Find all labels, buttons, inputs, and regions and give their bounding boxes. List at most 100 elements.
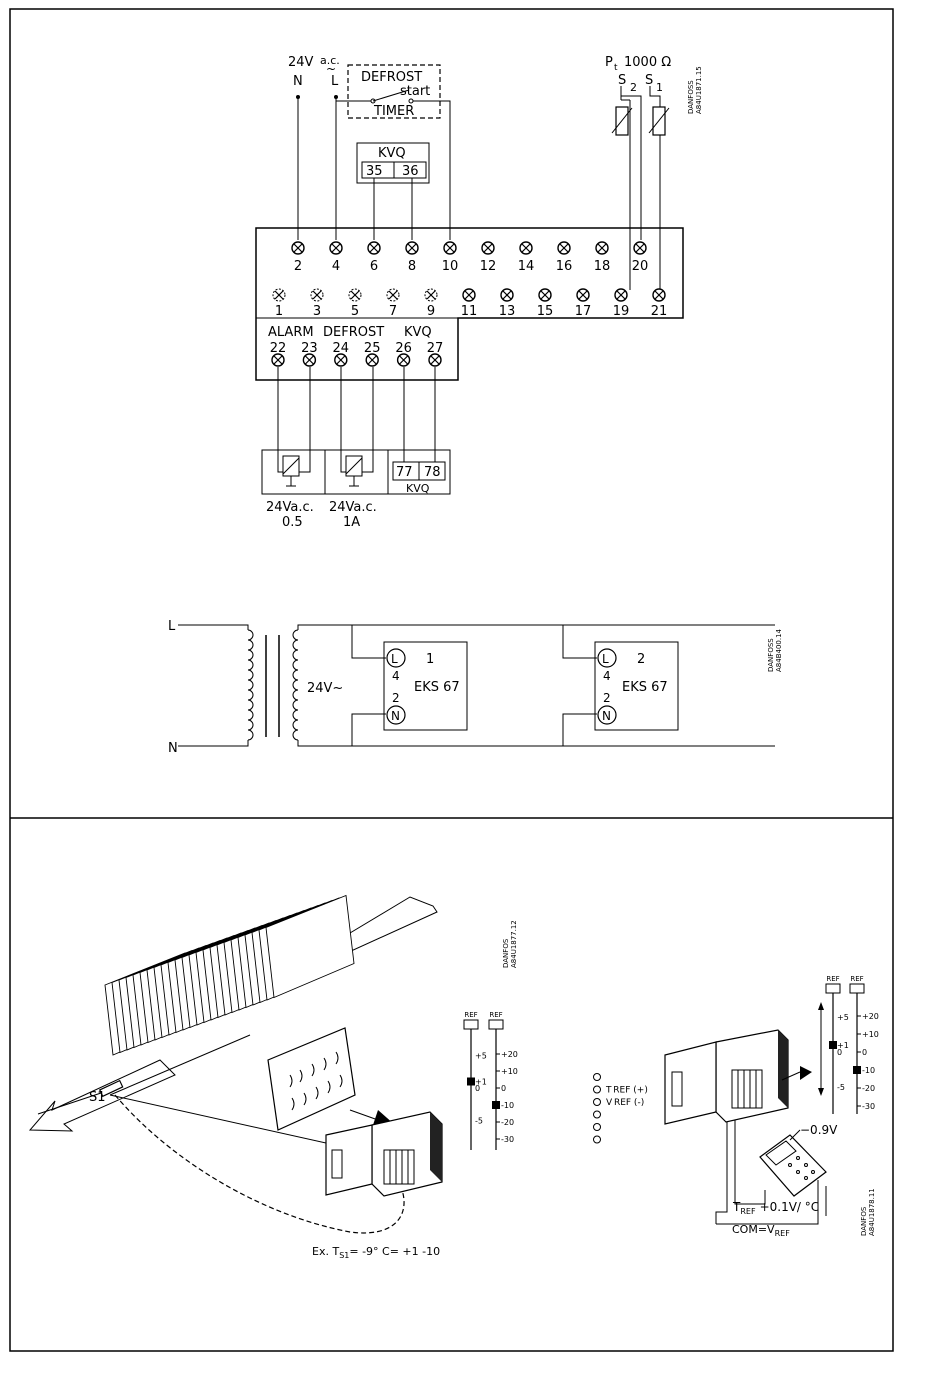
- terminal-14: 14: [518, 241, 534, 274]
- unit2-terminal-n-num: 2: [603, 691, 611, 705]
- scale-tick: +5: [475, 1052, 487, 1061]
- scale-tick: +1: [837, 1041, 849, 1050]
- terminal-18: 18: [594, 241, 610, 274]
- scale-tick: -20: [862, 1084, 875, 1093]
- multimeter: [759, 1134, 827, 1197]
- terminal-23-label: 23: [301, 341, 318, 356]
- kvq-label-bottom: KVQ: [406, 482, 430, 495]
- terminal-11-label: 11: [461, 304, 478, 319]
- scale-tick: +5: [837, 1013, 849, 1022]
- terminal-5-label: 5: [351, 304, 359, 319]
- calibration-right: T REF (+)V REF (-) −0.9V TREF+0.1V/ °C C…: [593, 975, 879, 1238]
- scale-tick: +20: [501, 1050, 518, 1059]
- terminal-17: 17: [575, 288, 592, 319]
- legend-pin: [593, 1098, 601, 1106]
- evaporator-end-plate: [267, 1027, 356, 1131]
- terminal-9-label: 9: [427, 304, 435, 319]
- alarm-relay-rating-2: 0.5: [282, 515, 303, 530]
- relay-box: [261, 449, 451, 495]
- terminal-1-label: 1: [275, 304, 283, 319]
- terminal-13-label: 13: [499, 304, 516, 319]
- kvq-box-top: [356, 142, 430, 184]
- scale-marker: [829, 1041, 837, 1049]
- terminal-4-label: 4: [332, 259, 340, 274]
- sensor-value: 1000 Ω: [624, 55, 671, 70]
- calibration-code-left: DANFOSA84U1877.12: [502, 920, 518, 968]
- sensor-cable: [114, 1094, 405, 1234]
- unit2-terminal-n: N: [602, 709, 611, 723]
- scale-tick: +10: [501, 1067, 518, 1076]
- supply-neutral-label: N: [168, 741, 178, 756]
- terminal-8-label: 8: [408, 259, 416, 274]
- terminal-15-label: 15: [537, 304, 554, 319]
- wiring-diagram: 24V a.c. ~ N L DEFROST start TIMER KVQ 3…: [255, 54, 703, 530]
- meter-reading: −0.9V: [800, 1123, 838, 1137]
- airflow-arrow-out: [28, 1059, 176, 1132]
- unit1-terminal-l: L: [391, 652, 398, 666]
- unit1-number: 1: [426, 652, 434, 667]
- terminal-3: 3: [310, 288, 324, 319]
- wiring-code: DANFOSSA84U1871.15: [687, 66, 703, 114]
- ref-label: REF: [464, 1011, 477, 1019]
- unit1-terminal-n-num: 2: [392, 691, 400, 705]
- ref-connector: [849, 983, 865, 994]
- terminal-8: 8: [405, 241, 419, 274]
- scale-tick: -10: [501, 1101, 514, 1110]
- example-text: Ex. TS1= -9° C= +1 -10: [312, 1245, 440, 1260]
- kvq-output-label: KVQ: [404, 325, 432, 340]
- kvq-terminal-36: 36: [402, 164, 419, 179]
- scale-tick: 0: [475, 1084, 480, 1093]
- terminal-19: 19: [613, 288, 629, 319]
- kvq-terminal-78: 78: [424, 465, 441, 480]
- sensor-s1-sub: 1: [656, 81, 663, 94]
- supply-code: DANFOSSA84B400.14: [767, 628, 783, 672]
- terminal-17-label: 17: [575, 304, 592, 319]
- unit1-terminal-n: N: [391, 709, 400, 723]
- ref-label: REF: [826, 975, 839, 983]
- supply-ac-label: a.c.: [320, 54, 340, 67]
- defrost-relay-rating-2: 1A: [343, 515, 360, 530]
- scale-tick: +1: [475, 1078, 487, 1087]
- terminal-20-label: 20: [632, 259, 649, 274]
- terminal-12: 12: [480, 241, 496, 274]
- supply-diagram: L N 24V~ L 4 2 N 1 EKS 67 L 4 2 N 2 EKS …: [168, 619, 783, 756]
- terminal-25: 25: [364, 341, 381, 367]
- eks67-unit-2: [594, 641, 679, 731]
- scale-tick: -5: [475, 1117, 483, 1126]
- terminal-26-label: 26: [395, 341, 412, 356]
- terminal-13: 13: [499, 288, 516, 319]
- scale-tick: -20: [501, 1118, 514, 1127]
- terminal-25-label: 25: [364, 341, 381, 356]
- terminal-16-label: 16: [556, 259, 573, 274]
- kvq-terminal-35: 35: [366, 164, 383, 179]
- legend-pin: [593, 1085, 601, 1094]
- terminal-21: 21: [651, 288, 667, 319]
- terminal-4: 4: [329, 241, 343, 274]
- defrost-output-label: DEFROST: [323, 325, 384, 340]
- eks67-unit-1: [383, 641, 468, 731]
- defrost-label: DEFROST: [361, 70, 422, 85]
- unit2-terminal-l: L: [602, 652, 609, 666]
- scale-tick: +10: [862, 1030, 879, 1039]
- terminal-27: 27: [427, 341, 443, 367]
- coil-fin: [265, 894, 355, 999]
- sensor-p-label: P: [605, 55, 613, 70]
- line-label: L: [331, 74, 339, 89]
- sensor-s1-label: S1: [89, 1090, 106, 1105]
- terminal-6-label: 6: [370, 259, 378, 274]
- legend-pin: [593, 1110, 601, 1119]
- scale-marker: [467, 1077, 475, 1086]
- alarm-label: ALARM: [268, 325, 314, 340]
- terminal-11: 11: [461, 288, 478, 319]
- evaporator-coil: [104, 894, 355, 1056]
- scale-marker: [853, 1066, 861, 1074]
- scale-tick: -10: [862, 1066, 875, 1075]
- supply-voltage-label: 24V: [288, 55, 314, 70]
- defrost-relay-rating-1: 24Va.c.: [329, 500, 377, 515]
- neutral-label: N: [293, 74, 303, 89]
